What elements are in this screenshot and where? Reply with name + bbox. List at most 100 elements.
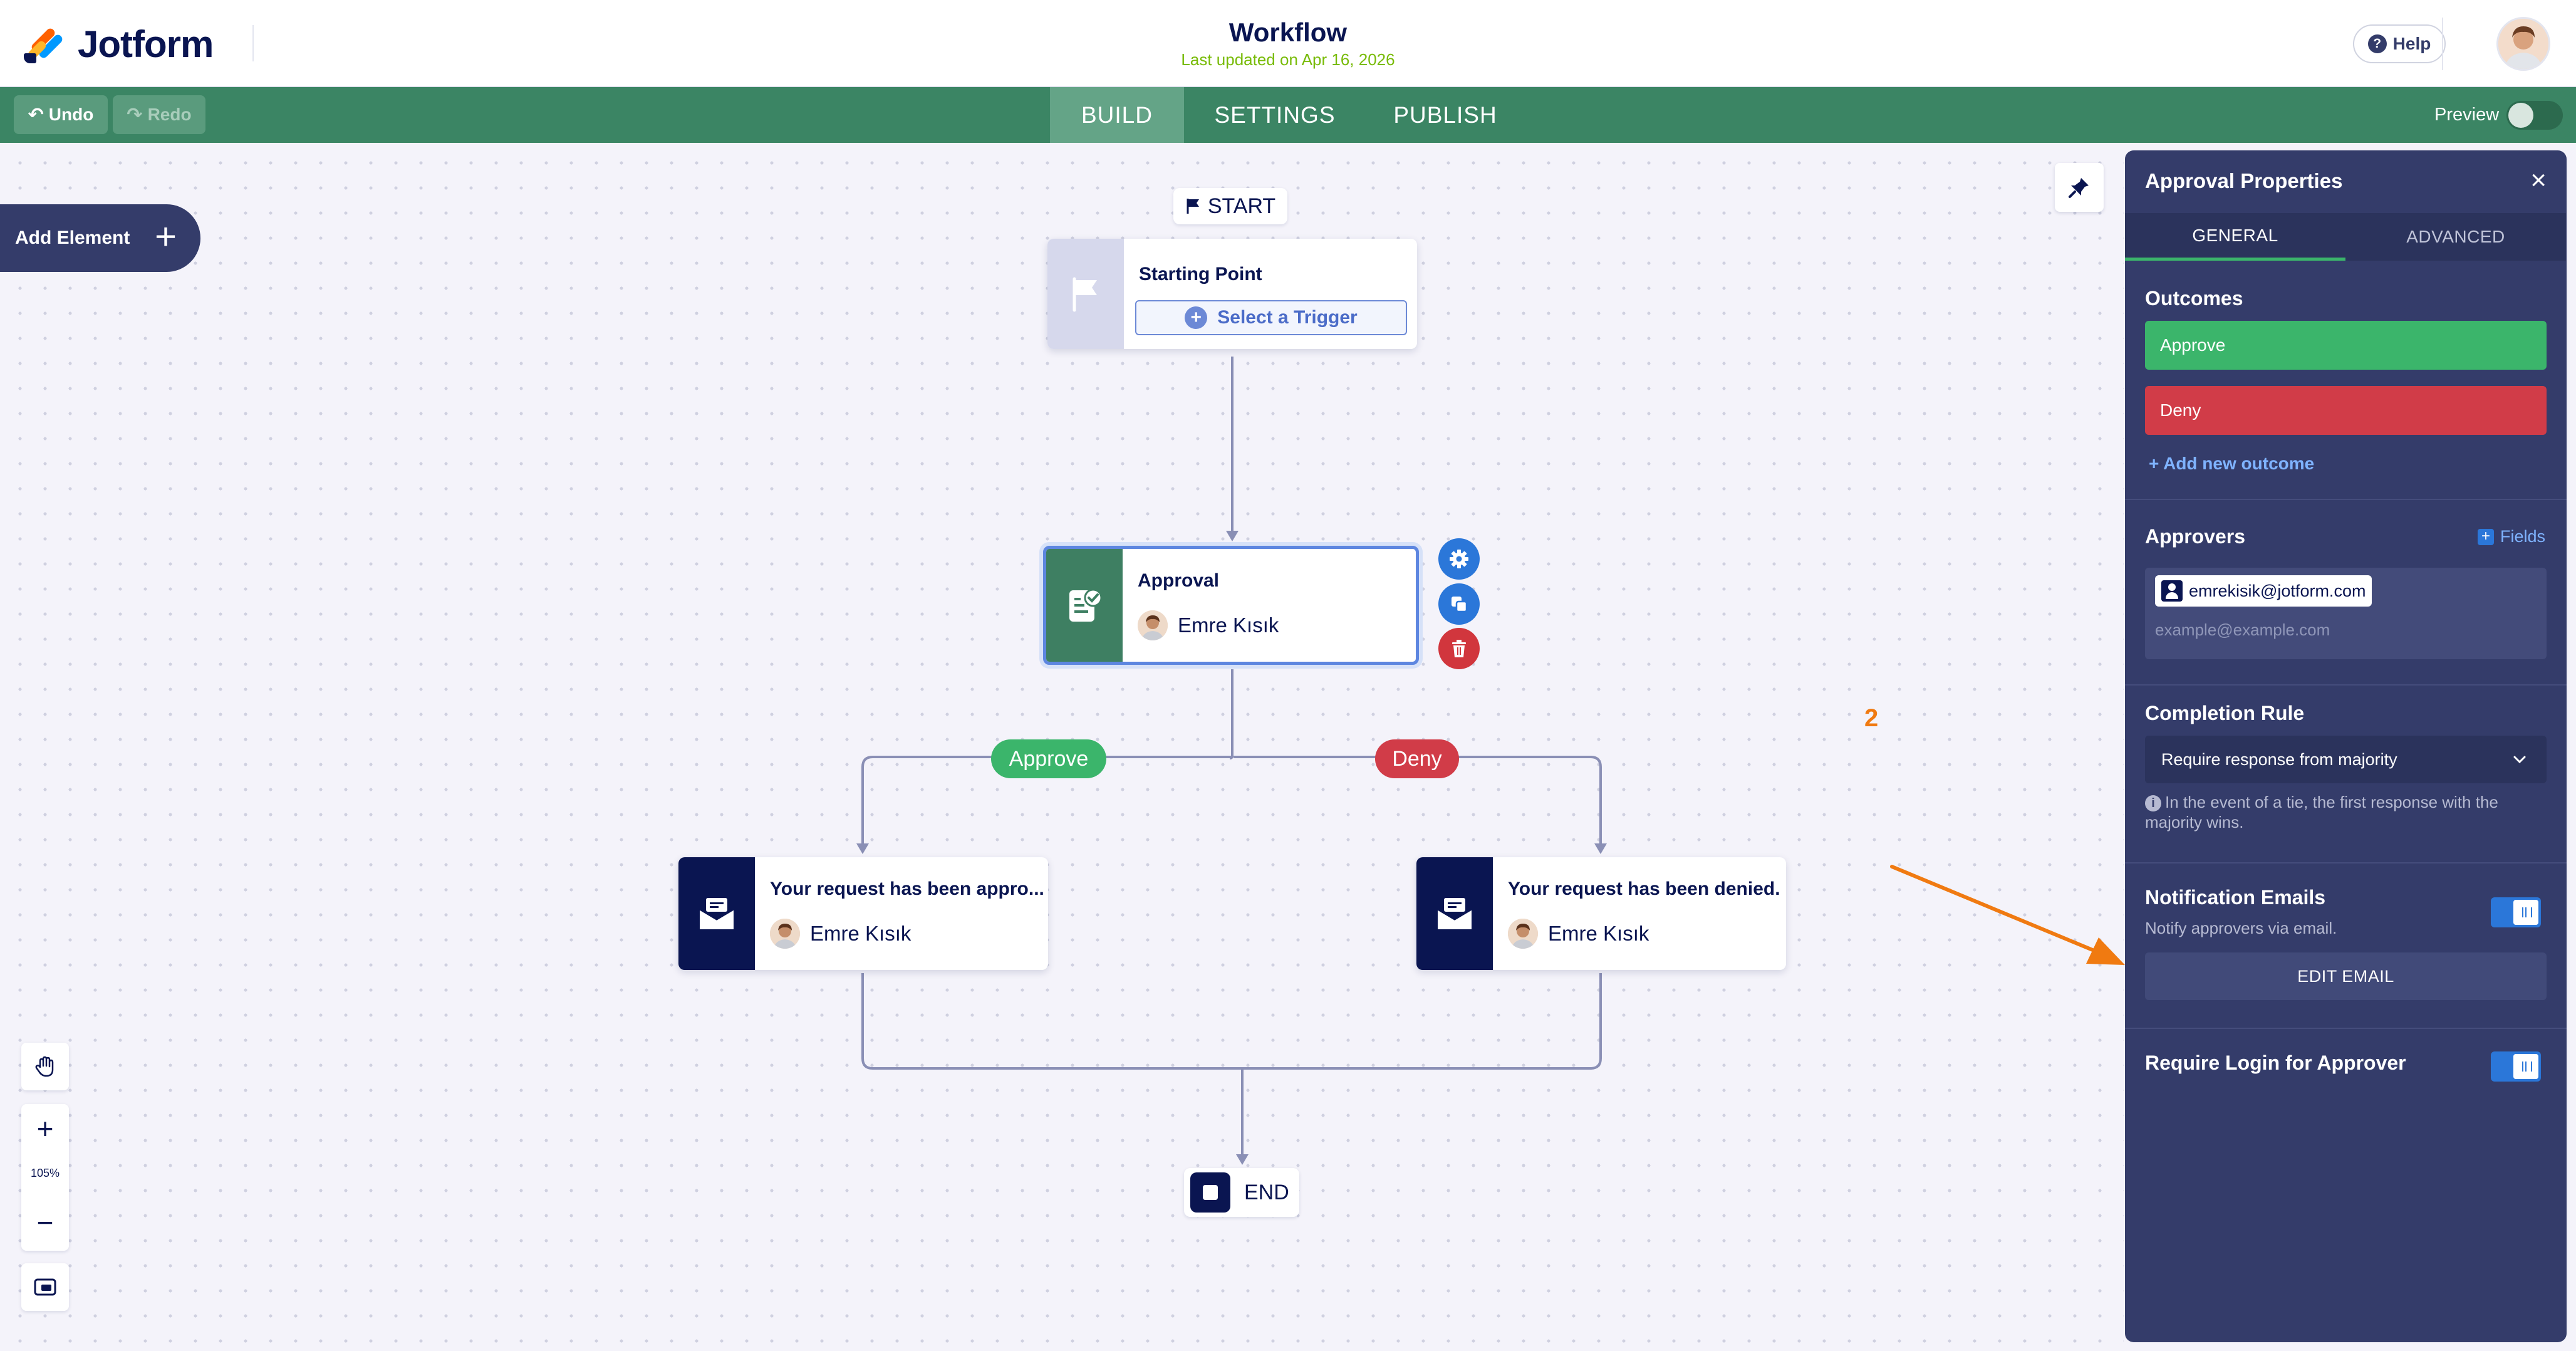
help-icon: ?	[2367, 34, 2387, 53]
duplicate-icon	[1452, 597, 1468, 613]
panel-title: Approval Properties	[2145, 169, 2343, 192]
panel-tabs: GENERAL ADVANCED	[2125, 213, 2567, 261]
workflow-canvas[interactable]: Add Element + START Starting Point + Sel…	[0, 143, 2124, 1351]
header-divider-right	[2442, 18, 2443, 70]
hand-icon	[35, 1056, 54, 1077]
undo-button[interactable]: ↶ Undo	[14, 95, 108, 134]
approval-icon-area	[1046, 549, 1123, 662]
node-delete-button[interactable]	[1438, 628, 1480, 669]
approval-node[interactable]: Approval Emre Kısık	[1043, 546, 1419, 665]
header-divider	[252, 25, 254, 61]
end-label: END	[1244, 1180, 1289, 1204]
close-icon[interactable]: ×	[2530, 165, 2547, 196]
tab-advanced[interactable]: ADVANCED	[2345, 213, 2566, 261]
approver-email: emrekisik@jotform.com	[2189, 581, 2366, 600]
tab-general[interactable]: GENERAL	[2125, 213, 2345, 261]
outcome-deny[interactable]: Deny	[2145, 386, 2547, 435]
tab-settings[interactable]: SETTINGS	[1214, 102, 1336, 128]
zoom-level: 105%	[30, 1167, 60, 1179]
assignee-avatar	[1508, 919, 1538, 949]
email-icon	[1437, 898, 1472, 929]
help-button[interactable]: ? Help	[2353, 24, 2446, 63]
toggle-knob	[2513, 900, 2538, 925]
deny-branch-label[interactable]: Deny	[1375, 739, 1459, 778]
select-trigger-button[interactable]: + Select a Trigger	[1135, 300, 1407, 335]
user-icon	[2161, 580, 2183, 602]
approval-assignee-name: Emre Kısık	[1178, 613, 1279, 637]
canvas-controls: + 105% −	[21, 1043, 69, 1311]
deny-email-node[interactable]: Your request has been denied. Emre Kısık	[1416, 857, 1786, 970]
starting-point-icon-area	[1047, 239, 1124, 349]
info-icon: i	[2145, 795, 2161, 811]
start-label-chip: START	[1173, 188, 1287, 224]
user-avatar[interactable]	[2496, 17, 2550, 71]
starting-point-node[interactable]: Starting Point + Select a Trigger	[1047, 239, 1417, 349]
plus-circle-icon: +	[1185, 306, 1208, 329]
section-divider	[2125, 1028, 2567, 1029]
page-title[interactable]: Workflow	[1228, 18, 1348, 47]
email-icon	[699, 898, 734, 929]
undo-icon: ↶	[28, 104, 44, 125]
fit-view-button[interactable]	[21, 1263, 69, 1311]
notification-emails-toggle[interactable]	[2491, 897, 2541, 927]
approval-icon	[1069, 588, 1103, 622]
last-updated-text: Last updated on Apr 16, 2026	[1181, 50, 1395, 69]
gear-icon	[1450, 550, 1468, 568]
zoom-in-button[interactable]: +	[36, 1112, 54, 1145]
fields-link[interactable]: + Fields	[2477, 527, 2545, 546]
add-outcome-link[interactable]: + Add new outcome	[2149, 454, 2315, 473]
node-duplicate-button[interactable]	[1438, 583, 1480, 625]
app-header: Jotform Workflow Last updated on Apr 16,…	[0, 0, 2576, 87]
approvers-field[interactable]: emrekisik@jotform.com	[2145, 568, 2547, 659]
approvers-input[interactable]	[2155, 620, 2531, 640]
approval-title: Approval	[1138, 570, 1220, 591]
pin-panel-button[interactable]	[2055, 163, 2104, 212]
approval-assignee: Emre Kısık	[1138, 610, 1279, 640]
user-avatar-image	[2498, 19, 2548, 69]
tab-build[interactable]: BUILD	[1050, 87, 1184, 143]
outcome-approve[interactable]: Approve	[2145, 321, 2547, 370]
trash-icon	[1452, 640, 1466, 657]
completion-rule-label: Completion Rule	[2145, 702, 2305, 724]
completion-rule-select[interactable]: Require response from majority	[2145, 736, 2547, 783]
assignee-avatar	[770, 919, 800, 949]
section-divider	[2125, 684, 2567, 686]
deny-email-assignee-name: Emre Kısık	[1548, 922, 1649, 945]
assignee-avatar	[1138, 610, 1168, 640]
plus-square-icon: +	[2477, 528, 2494, 545]
notification-emails-subtext: Notify approvers via email.	[2145, 919, 2337, 937]
preview-toggle-knob	[2508, 103, 2533, 128]
approver-tag[interactable]: emrekisik@jotform.com	[2155, 575, 2372, 607]
preview-toggle[interactable]	[2506, 101, 2563, 130]
select-trigger-label: Select a Trigger	[1217, 307, 1358, 328]
approval-properties-panel: Approval Properties × GENERAL ADVANCED O…	[2125, 150, 2567, 1342]
email-icon-area	[678, 857, 755, 970]
node-settings-button[interactable]	[1438, 538, 1480, 580]
redo-icon: ↷	[127, 104, 143, 125]
edit-email-button[interactable]: EDIT EMAIL	[2145, 952, 2547, 1000]
zoom-out-button[interactable]: −	[36, 1206, 54, 1239]
jotform-logo[interactable]: Jotform	[23, 19, 214, 69]
end-label-chip: END	[1184, 1168, 1299, 1217]
workflow-title-block: Workflow Last updated on Apr 16, 2026	[975, 18, 1601, 70]
approve-email-node[interactable]: Your request has been appro... Emre Kısı…	[678, 857, 1048, 970]
starting-point-title: Starting Point	[1139, 264, 1262, 284]
undo-label: Undo	[48, 105, 94, 124]
add-element-button[interactable]: Add Element +	[0, 204, 200, 272]
minimap-icon	[34, 1278, 56, 1296]
section-divider	[2125, 862, 2567, 863]
approve-branch-label[interactable]: Approve	[991, 739, 1106, 778]
zoom-group: + 105% −	[21, 1104, 69, 1251]
require-login-label: Require Login for Approver	[2145, 1051, 2406, 1074]
flag-icon	[1187, 199, 1199, 214]
tab-publish[interactable]: PUBLISH	[1393, 102, 1497, 128]
chevron-down-icon	[2513, 756, 2526, 764]
redo-button[interactable]: ↷ Redo	[113, 95, 205, 134]
end-icon	[1190, 1172, 1230, 1213]
approvers-label: Approvers	[2145, 525, 2246, 548]
pin-icon	[2069, 178, 2089, 198]
require-login-toggle[interactable]	[2491, 1051, 2541, 1082]
pan-tool-button[interactable]	[21, 1043, 69, 1090]
jotform-logo-icon	[23, 23, 65, 65]
